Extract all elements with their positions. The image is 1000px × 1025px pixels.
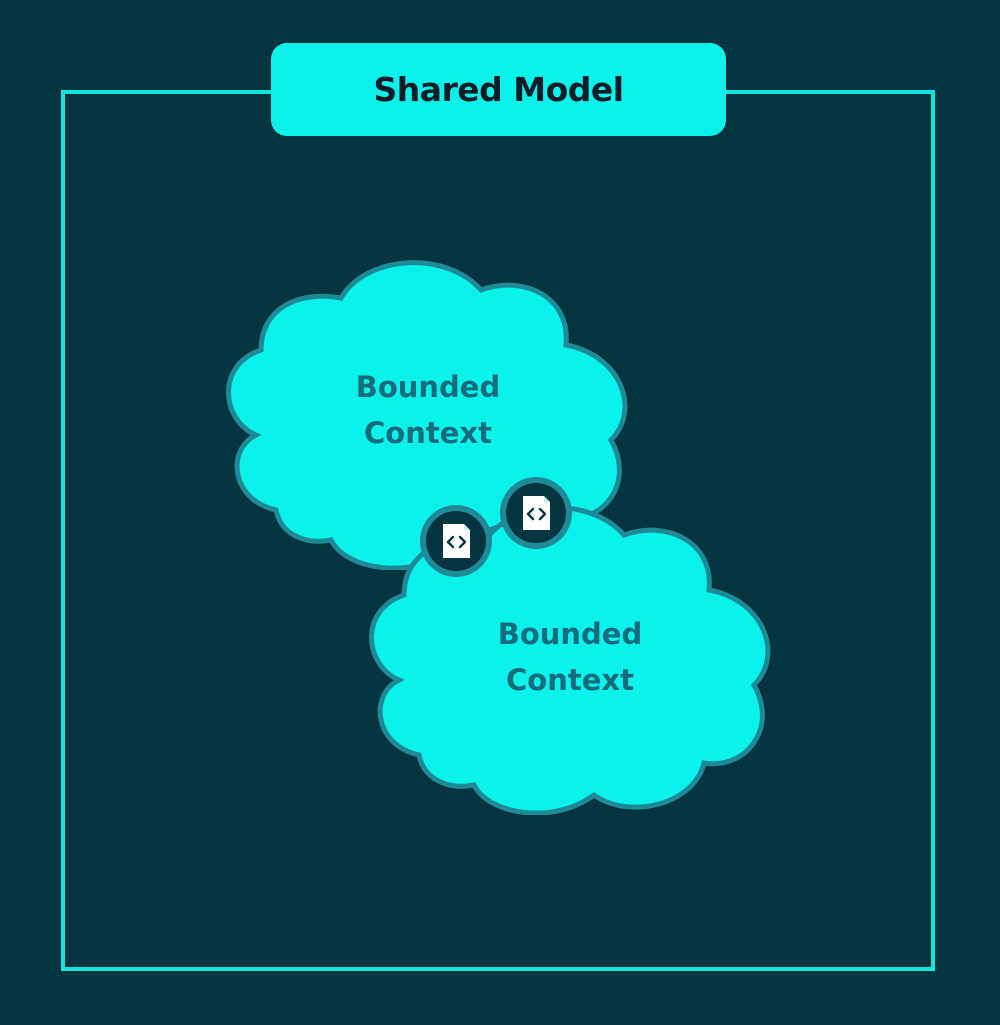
code-file-icon <box>420 505 492 577</box>
shared-model-title: Shared Model <box>373 70 624 109</box>
bounded-context-cloud-upper: Bounded Context <box>229 263 625 568</box>
shared-model-title-badge: Shared Model <box>271 43 726 136</box>
code-file-icon <box>500 477 572 549</box>
bounded-context-label-lower-line1: Bounded <box>498 617 643 651</box>
bounded-context-label-upper-line2: Context <box>364 416 492 450</box>
bounded-context-cloud-lower: Bounded Context <box>372 508 768 813</box>
bounded-context-label-lower-line2: Context <box>506 663 634 697</box>
bounded-context-label-upper-line1: Bounded <box>356 370 501 404</box>
